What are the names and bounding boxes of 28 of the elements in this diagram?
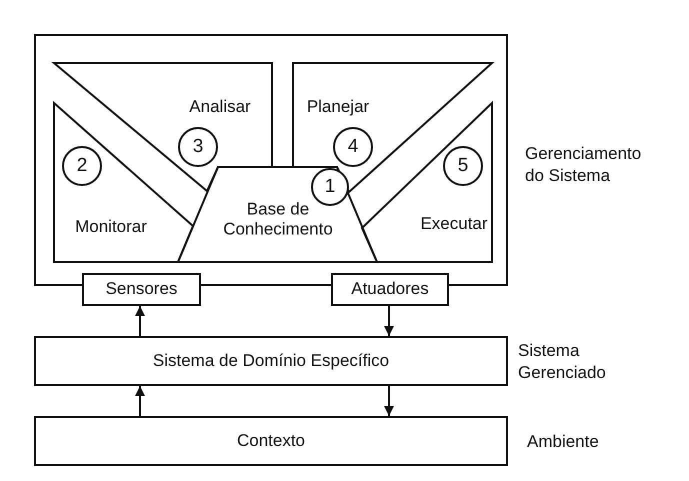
step-number-label: 4	[348, 136, 358, 158]
actuators-box	[331, 273, 449, 306]
step-number	[443, 146, 483, 186]
step-number	[311, 168, 349, 206]
box-label: Sistema de Domínio Específico	[152, 350, 390, 372]
step-number	[333, 127, 373, 167]
step-number-label: 1	[324, 176, 336, 198]
sensors-box	[82, 273, 201, 306]
step-number-label: 3	[192, 136, 204, 158]
arrow	[384, 386, 394, 416]
step-number	[62, 146, 102, 186]
step-number-label: 2	[76, 154, 88, 178]
region-label: Planejar	[306, 96, 370, 118]
arrow	[135, 386, 145, 416]
region-label: Base de Conhecimento	[222, 200, 334, 240]
context-box	[34, 416, 508, 466]
region-label: Monitorar	[75, 216, 147, 238]
managed-system-box	[34, 336, 508, 386]
region-label: Executar	[420, 214, 488, 234]
knowledge-base-trapezoid	[178, 167, 377, 262]
step-number	[178, 127, 218, 167]
box-label: Atuadores	[351, 279, 429, 300]
box-label: Sensores	[106, 279, 178, 300]
region-label: Analisar	[189, 96, 251, 118]
arrow	[135, 306, 145, 336]
arrow	[384, 306, 394, 336]
step-number-label: 5	[458, 154, 468, 178]
box-label: Contexto	[236, 430, 306, 452]
